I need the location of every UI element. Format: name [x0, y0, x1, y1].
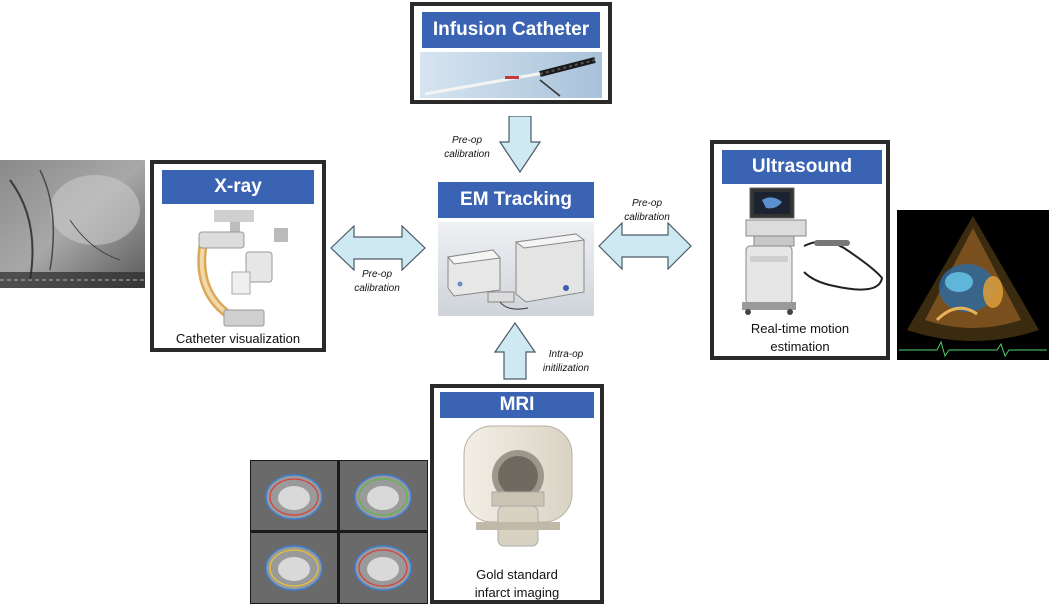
em-tracking-title: EM Tracking: [438, 182, 594, 218]
arrow-top-label: Pre-op calibration: [432, 134, 502, 162]
fluoroscopy-image: [0, 160, 145, 288]
xray-caption: Catheter visualization: [175, 331, 301, 346]
catheter-photo: [420, 52, 602, 98]
ultrasound-caption-line1: Real-time motion: [750, 321, 850, 336]
arrow-bottom-label: Intra-op initilization: [530, 348, 602, 376]
mri-scanner-photo: [456, 422, 582, 552]
arrow-left-label-line2: calibration: [354, 283, 400, 294]
arrow-left-label-line1: Pre-op: [361, 269, 392, 280]
mri-title: MRI: [440, 392, 594, 418]
c-arm-photo: [174, 210, 304, 330]
infusion-catheter-box: Infusion Catheter: [410, 2, 612, 104]
ultrasound-title: Ultrasound: [722, 150, 882, 184]
infusion-catheter-title: Infusion Catheter: [422, 12, 600, 48]
cardiac-mri-slices: [250, 460, 428, 604]
aurora-tracker-photo: [438, 222, 594, 316]
mri-caption-line2: infarct imaging: [474, 585, 560, 600]
ultrasound-caption: Real-time motion estimation: [714, 320, 886, 356]
arrow-right-label-line2: calibration: [624, 212, 670, 223]
arrow-bottom-label-line2: initilization: [542, 363, 590, 374]
mri-caption-line1: Gold standard: [476, 567, 558, 582]
xray-box: X-ray Catheter visualization: [150, 160, 326, 352]
arrow-double-left: [330, 225, 426, 271]
mri-caption: Gold standard infarct imaging: [434, 566, 600, 602]
arrow-left-label: Pre-op calibration: [342, 268, 412, 296]
arrow-right-label: Pre-op calibration: [612, 197, 682, 225]
ultrasound-cart-photo: [724, 186, 884, 316]
arrow-top-label-line1: Pre-op: [451, 135, 482, 146]
ultrasound-caption-line2: estimation: [770, 339, 830, 354]
mri-box: MRI Gold standard infarct imaging: [430, 384, 604, 604]
arrow-right-label-line1: Pre-op: [631, 198, 662, 209]
arrow-double-right: [598, 222, 692, 270]
ultrasound-box: Ultrasound Real-time motion estimation: [710, 140, 890, 360]
arrow-down-top: [499, 116, 541, 173]
xray-title: X-ray: [162, 170, 314, 204]
arrow-bottom-label-line1: Intra-op: [548, 349, 584, 360]
arrow-top-label-line2: calibration: [444, 149, 490, 160]
arrow-up-bottom: [494, 322, 536, 380]
echocardiogram-image: [897, 210, 1049, 360]
